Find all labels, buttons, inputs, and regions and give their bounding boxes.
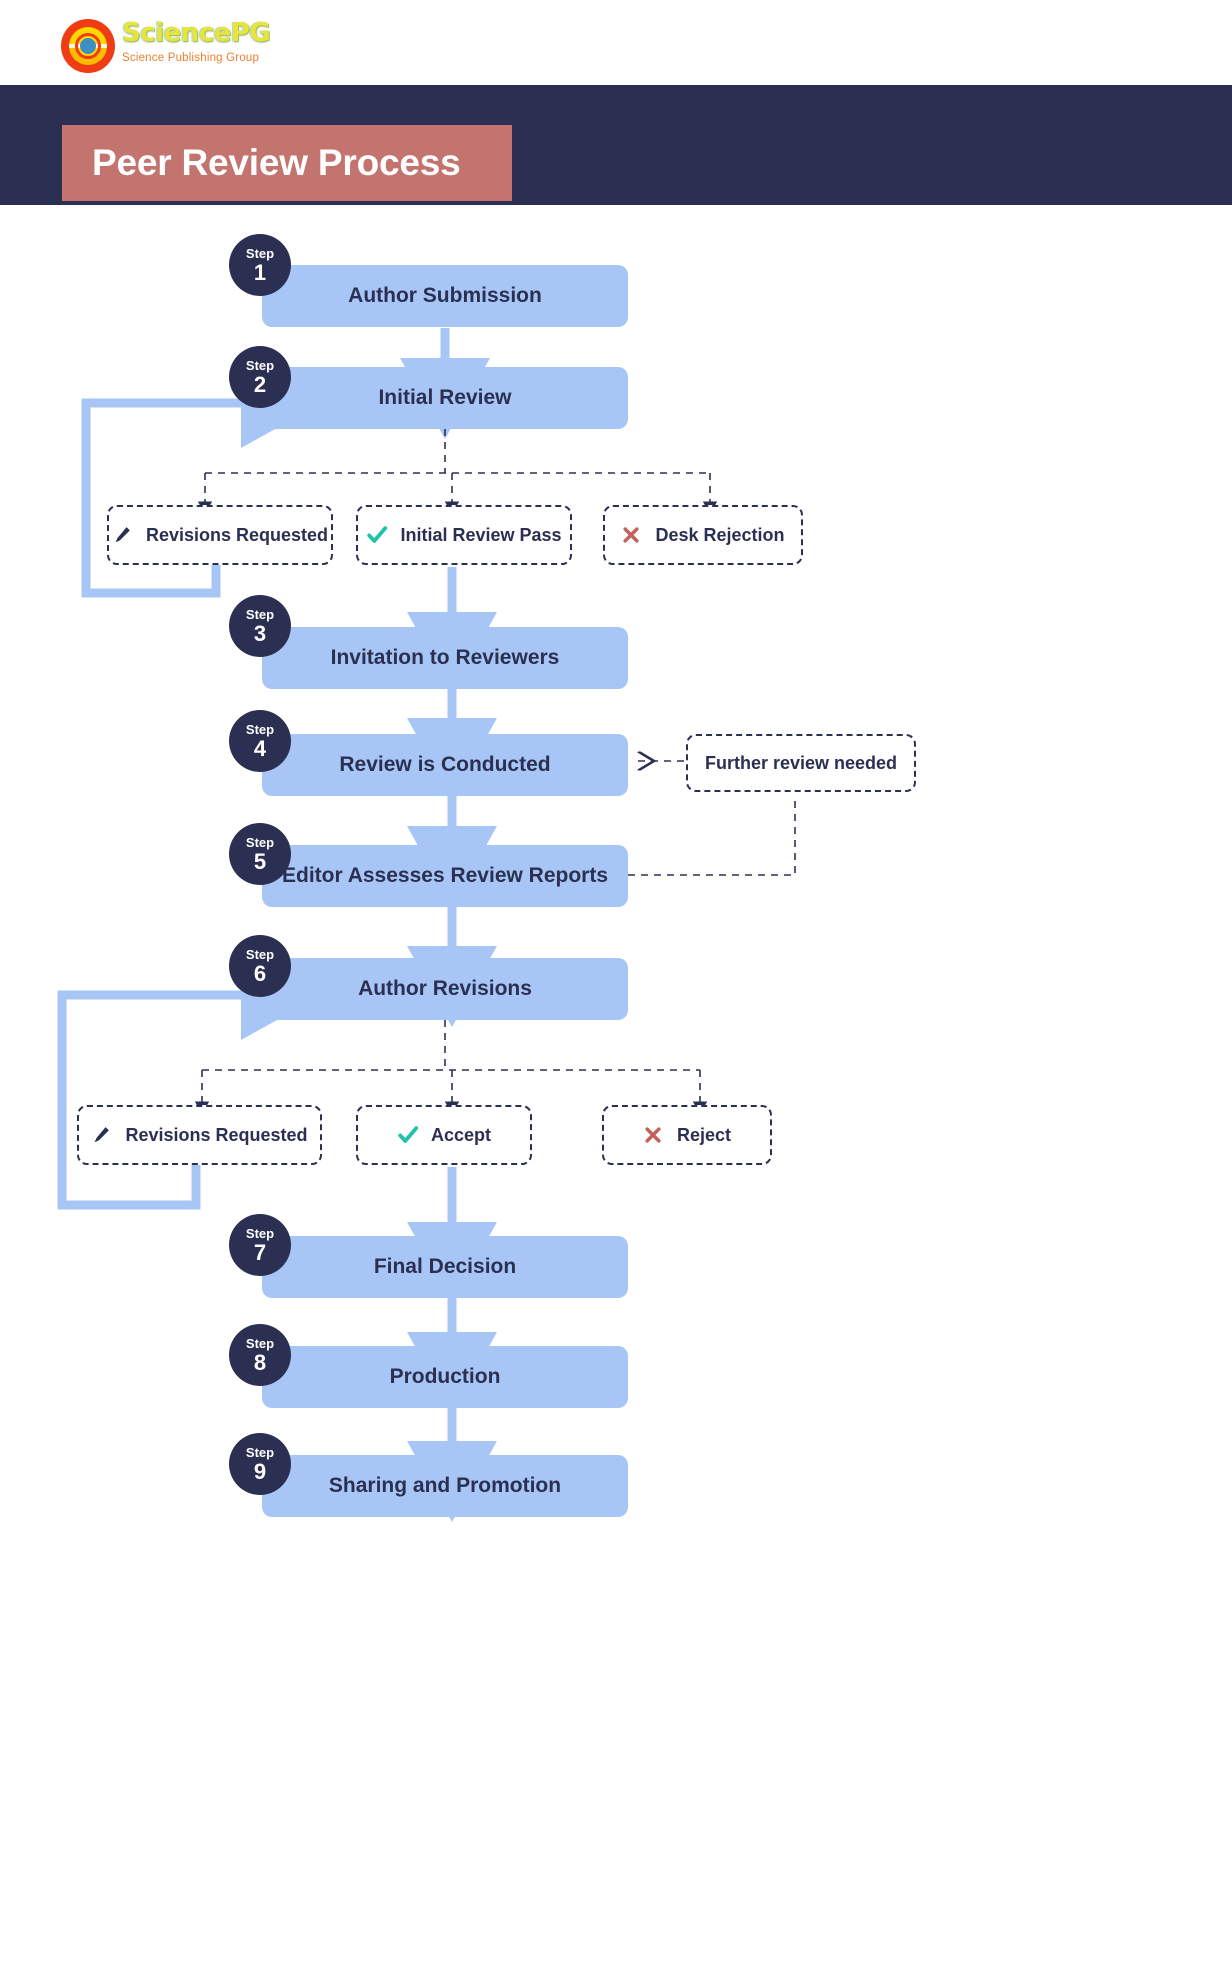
cross-icon — [643, 1124, 665, 1146]
step-number: 5 — [253, 848, 267, 874]
pencil-icon — [112, 524, 134, 546]
flow-node-label: Further review needed — [704, 752, 898, 773]
flow-node-step8[interactable]: Production — [262, 1346, 628, 1408]
flow-node-reject[interactable]: Reject — [602, 1105, 772, 1165]
sciencepg-circular-logo-icon — [61, 19, 115, 73]
flow-node-step5[interactable]: Editor Assesses Review Reports — [262, 845, 628, 907]
brand-tagline: Science Publishing Group — [122, 52, 260, 64]
step-badge-1: Step 1 — [229, 234, 291, 296]
flow-node-label: Final Decision — [373, 1255, 517, 1278]
flow-node-initial-review-pass[interactable]: Initial Review Pass — [356, 505, 572, 565]
step-number: 6 — [253, 960, 267, 986]
flowchart-canvas: Author Submission Step 1 Initial Review … — [0, 205, 1232, 1986]
brand-name: SciencePG — [122, 18, 271, 48]
flow-node-label: Production — [389, 1365, 501, 1388]
flow-node-step9[interactable]: Sharing and Promotion — [262, 1455, 628, 1517]
flow-node-label: Reject — [676, 1124, 732, 1145]
flow-node-label: Invitation to Reviewers — [330, 646, 560, 669]
step-badge-3: Step 3 — [229, 595, 291, 657]
flow-node-label: Author Submission — [348, 284, 542, 307]
check-icon — [366, 524, 388, 546]
step-word: Step — [245, 1225, 275, 1241]
flow-node-label: Initial Review — [378, 386, 512, 409]
step-badge-7: Step 7 — [229, 1214, 291, 1276]
flow-node-label: Revisions Requested — [145, 524, 329, 545]
step-number: 2 — [253, 371, 267, 397]
step-word: Step — [245, 946, 275, 962]
flow-node-step3[interactable]: Invitation to Reviewers — [262, 627, 628, 689]
step-badge-6: Step 6 — [229, 935, 291, 997]
page-title: Peer Review Process — [92, 142, 461, 183]
flow-node-label: Review is Conducted — [339, 753, 551, 776]
step-number: 3 — [253, 620, 267, 646]
flow-node-desk-rejection[interactable]: Desk Rejection — [603, 505, 803, 565]
flow-node-label: Accept — [430, 1124, 492, 1145]
cross-icon — [621, 524, 643, 546]
step-number: 7 — [253, 1239, 267, 1265]
flow-node-further-review-needed[interactable]: Further review needed — [686, 734, 916, 792]
step-word: Step — [245, 834, 275, 850]
flow-node-label: Sharing and Promotion — [328, 1474, 562, 1497]
step-word: Step — [245, 245, 275, 261]
step-number: 8 — [253, 1349, 267, 1375]
brand-logo[interactable]: SciencePG Science Publishing Group — [60, 16, 290, 76]
flow-node-label: Revisions Requested — [125, 1124, 308, 1145]
step-word: Step — [245, 1444, 275, 1460]
flow-node-accept[interactable]: Accept — [356, 1105, 532, 1165]
step-number: 4 — [253, 735, 267, 761]
pencil-icon — [91, 1124, 113, 1146]
flow-node-label: Editor Assesses Review Reports — [281, 864, 609, 887]
step-number: 1 — [253, 259, 267, 285]
step-number: 9 — [253, 1458, 267, 1484]
flow-node-revisions-requested-2[interactable]: Revisions Requested — [77, 1105, 322, 1165]
step-word: Step — [245, 606, 275, 622]
step-word: Step — [245, 1335, 275, 1351]
flow-connectors — [57, 328, 796, 1522]
check-icon — [397, 1124, 419, 1146]
step-badge-5: Step 5 — [229, 823, 291, 885]
flow-node-step4[interactable]: Review is Conducted — [262, 734, 628, 796]
step-word: Step — [245, 357, 275, 373]
flow-node-step2[interactable]: Initial Review — [262, 367, 628, 429]
title-block: Peer Review Process — [62, 125, 512, 201]
step-badge-2: Step 2 — [229, 346, 291, 408]
step-badge-9: Step 9 — [229, 1433, 291, 1495]
flow-node-step7[interactable]: Final Decision — [262, 1236, 628, 1298]
flow-node-label: Author Revisions — [358, 977, 532, 1000]
flow-node-step1[interactable]: Author Submission — [262, 265, 628, 327]
step-badge-8: Step 8 — [229, 1324, 291, 1386]
step-word: Step — [245, 721, 275, 737]
flow-node-step6[interactable]: Author Revisions — [262, 958, 628, 1020]
flow-node-label: Initial Review Pass — [400, 524, 562, 545]
flow-node-revisions-requested-1[interactable]: Revisions Requested — [107, 505, 333, 565]
step-badge-4: Step 4 — [229, 710, 291, 772]
flow-node-label: Desk Rejection — [655, 524, 785, 545]
